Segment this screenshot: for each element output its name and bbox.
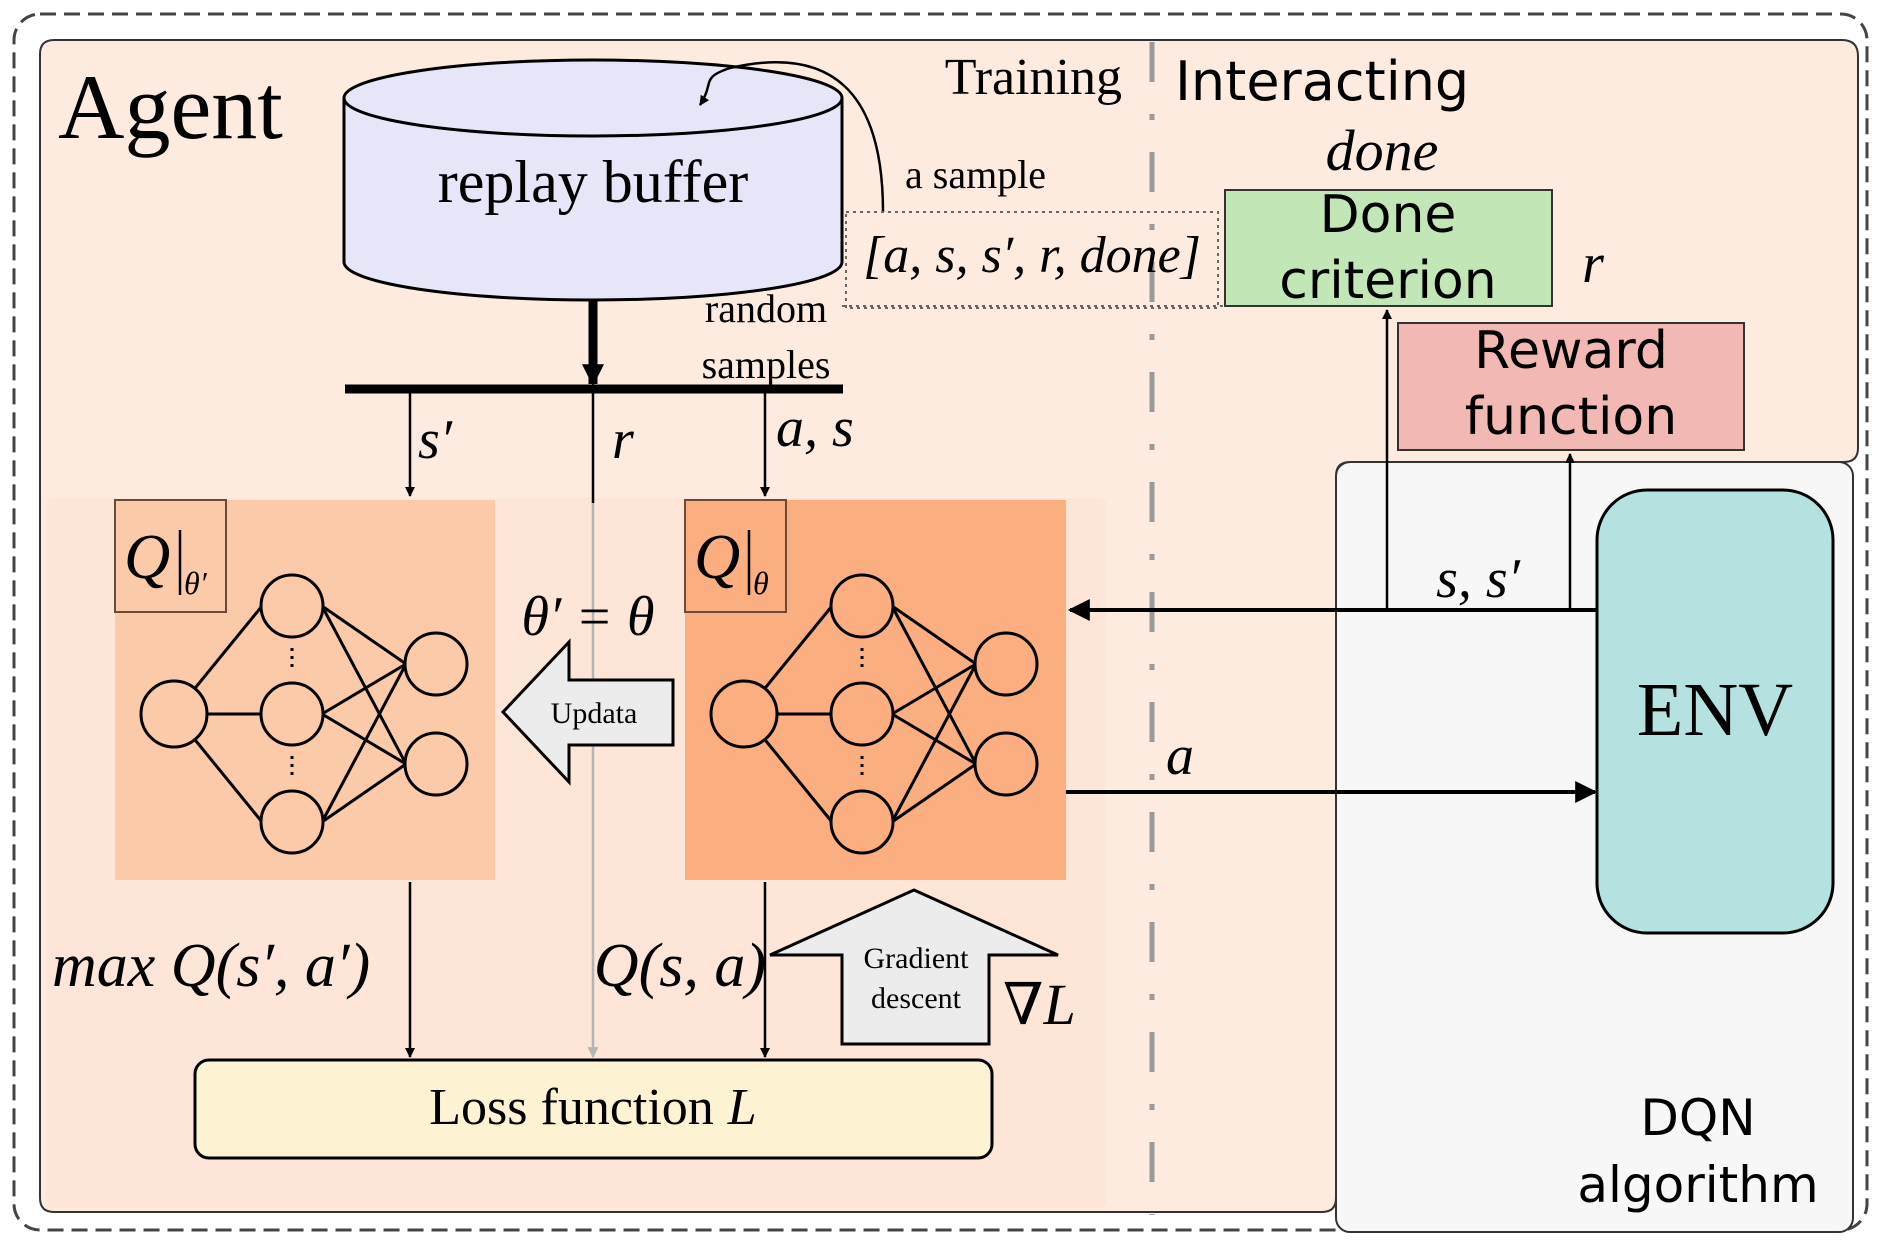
- loss-function-var: L: [727, 1079, 757, 1136]
- replay-buffer-label: replay buffer: [438, 149, 748, 215]
- reward-function-line1: Reward: [1474, 321, 1668, 381]
- done-criterion-line2: criterion: [1279, 251, 1496, 311]
- a-s-label: a, s: [776, 397, 854, 459]
- store-sample-arrow: [698, 60, 885, 213]
- reward-signal-label: r: [1582, 233, 1604, 295]
- done-criterion-box: [1224, 189, 1553, 307]
- nabla-l-label: ∇L: [1003, 972, 1076, 1037]
- target-network-graph: [139, 573, 469, 855]
- sample-tuple: [a, s, s′, r, done]: [863, 227, 1201, 284]
- random-label: random: [705, 286, 827, 331]
- interacting-label: Interacting: [1175, 50, 1469, 113]
- theta-update-label: θ′ = θ: [521, 586, 654, 648]
- done-signal-label: done: [1326, 118, 1439, 183]
- dqn-line2: algorithm: [1577, 1156, 1818, 1214]
- env-label: ENV: [1637, 668, 1793, 752]
- gradient-descent-arrow: [769, 888, 1059, 1046]
- env-box: [1595, 488, 1835, 935]
- agent-title: Agent: [58, 56, 283, 158]
- online-network: Q θ: [684, 499, 1066, 880]
- r-label: r: [612, 409, 634, 471]
- loss-function-box: [193, 1058, 994, 1160]
- q-s-a-label: Q(s, a): [594, 932, 766, 1000]
- reward-function-line2: function: [1465, 387, 1677, 447]
- target-network-tag: [114, 499, 227, 613]
- descent-label: descent: [871, 982, 962, 1015]
- s-prime-label: s′: [418, 409, 453, 471]
- training-label: Training: [945, 49, 1122, 106]
- gradient-label: Gradient: [864, 942, 970, 975]
- online-q-subscript: θ: [753, 565, 769, 601]
- done-criterion-line1: Done: [1320, 185, 1457, 245]
- updata-label: Updata: [551, 697, 638, 730]
- replay-buffer: replay buffer: [342, 58, 844, 302]
- max-q-label: max Q(s′, a′): [52, 932, 370, 1000]
- action-label: a: [1166, 725, 1194, 787]
- target-network: Q θ′: [114, 499, 495, 880]
- loss-function-text: Loss function: [429, 1079, 714, 1136]
- s-s-prime-label: s, s′: [1436, 548, 1521, 610]
- online-network-graph: [709, 573, 1039, 855]
- dqn-line1: DQN: [1640, 1089, 1755, 1147]
- a-sample-label: a sample: [905, 152, 1046, 197]
- reward-function-box: [1397, 322, 1745, 451]
- updata-arrow: [500, 638, 675, 786]
- target-q-symbol: Q: [124, 521, 170, 592]
- sample-box: [845, 211, 1219, 309]
- samples-label: samples: [702, 342, 831, 387]
- online-q-symbol: Q: [694, 521, 740, 592]
- online-network-tag: [684, 499, 787, 613]
- target-q-subscript: θ′: [184, 565, 208, 601]
